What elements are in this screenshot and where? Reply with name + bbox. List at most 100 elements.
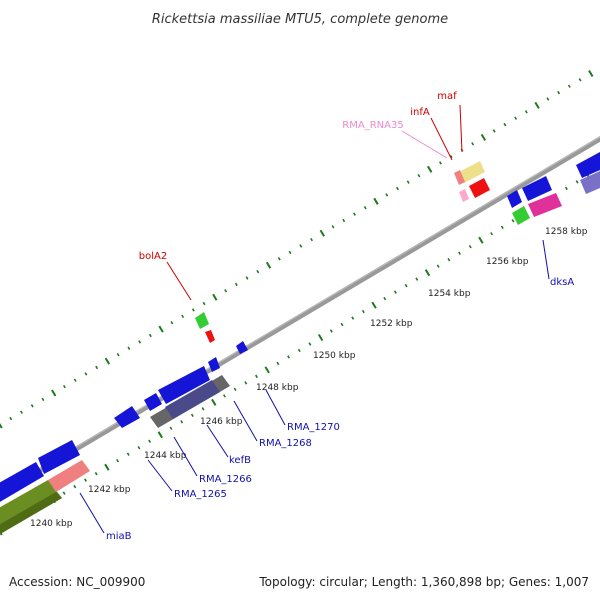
track-tick: [51, 389, 57, 397]
track-tick: [385, 193, 389, 197]
scale-tick-label: 1248 kbp: [256, 383, 299, 393]
track-tick: [84, 478, 87, 482]
track-tick: [148, 333, 152, 338]
reverse-genes: [0, 152, 600, 502]
label-leader-line: [173, 436, 198, 477]
track-tick: [137, 446, 141, 450]
track-tick: [104, 357, 111, 365]
track-tick: [234, 282, 238, 287]
track-tick: [256, 269, 260, 274]
track-tick: [244, 381, 248, 385]
track-tick: [9, 416, 13, 421]
feature-bar-slate: [165, 380, 220, 419]
label-leader-line: [430, 117, 453, 161]
track-tick: [480, 133, 487, 141]
track-tick: [500, 225, 504, 230]
track-tick: [514, 116, 518, 120]
track-tick: [297, 348, 301, 353]
track-tick: [436, 264, 440, 268]
feature-bar-green: [512, 206, 530, 225]
scale-tick-label: 1240 kbp: [30, 519, 73, 529]
feature-bar-olive-shade: [0, 492, 62, 535]
track-tick: [169, 426, 173, 430]
track-tick: [264, 366, 270, 374]
track-tick: [371, 301, 377, 309]
track-tick: [458, 251, 461, 255]
gene-label: RMA_1265: [174, 489, 227, 500]
inner-tick-track: [0, 167, 600, 536]
track-tick: [170, 321, 174, 325]
track-tick: [340, 322, 344, 327]
track-tick: [62, 491, 66, 495]
track-tick: [299, 244, 303, 248]
gene-arrow-reverse: [38, 440, 80, 474]
map-title: Rickettsia massiliae MTU5, complete geno…: [152, 12, 448, 27]
track-tick: [546, 97, 550, 101]
track-tick: [417, 174, 421, 178]
gene-arrow-reverse: [114, 406, 140, 428]
track-tick: [148, 439, 152, 443]
scale-tick-label: 1252 kbp: [370, 319, 413, 329]
track-tick: [353, 212, 356, 216]
track-tick: [557, 90, 561, 95]
genome-backbone-highlight: [0, 136, 600, 493]
gene-arrow-reverse: [208, 357, 220, 372]
scale-tick-label: 1242 kbp: [88, 485, 131, 495]
track-tick: [373, 197, 379, 205]
scale-tick-label: 1256 kbp: [486, 257, 529, 267]
gene-arrow-forward-maf: [459, 161, 485, 183]
track-tick: [534, 101, 540, 109]
track-tick: [181, 314, 185, 319]
track-tick: [317, 333, 324, 342]
track-tick: [503, 122, 507, 127]
gene-label: kefB: [229, 455, 251, 466]
track-tick: [94, 471, 98, 476]
scale-tick-label: 1258 kbp: [545, 227, 588, 237]
gene-arrow-forward: [469, 178, 490, 198]
track-tick: [265, 261, 272, 269]
track-tick: [202, 301, 206, 306]
track-tick: [564, 186, 568, 191]
track-tick: [404, 283, 408, 288]
track-tick: [342, 218, 346, 223]
track-tick: [478, 236, 484, 244]
track-tick: [116, 353, 120, 357]
track-tick: [84, 372, 88, 376]
gene-arrow-reverse: [576, 152, 600, 178]
track-tick: [30, 404, 34, 408]
feature-bar-salmon: [48, 460, 90, 492]
gene-label: RMA_RNA35: [342, 120, 403, 131]
track-tick: [95, 365, 99, 370]
gene-labels: mafinfARMA_RNA35bolA2RMA_1270RMA_1268kef…: [79, 91, 574, 542]
track-tick: [310, 237, 313, 242]
track-tick: [212, 293, 218, 301]
label-leader-line: [166, 261, 192, 301]
track-tick: [308, 342, 312, 346]
gene-label: miaB: [106, 531, 132, 542]
track-tick: [73, 378, 77, 382]
track-tick: [0, 530, 3, 536]
track-tick: [191, 308, 195, 312]
track-tick: [211, 398, 217, 406]
feature-bars: [0, 171, 600, 535]
track-tick: [363, 206, 367, 210]
gene-label: RMA_1268: [259, 438, 312, 449]
label-leader-line: [233, 400, 258, 442]
gene-arrow-reverse: [507, 190, 522, 208]
track-tick: [73, 484, 77, 489]
track-tick: [396, 186, 399, 191]
track-tick: [190, 413, 194, 417]
track-tick: [468, 245, 472, 249]
track-tick: [331, 225, 335, 229]
gene-arrow-forward: [459, 189, 469, 202]
track-tick: [578, 78, 582, 82]
label-leader-line: [401, 130, 448, 159]
track-tick: [63, 384, 66, 389]
gene-label: bolA2: [139, 251, 167, 262]
gene-arrow-forward-bolA2: [195, 312, 209, 329]
track-tick: [233, 387, 237, 392]
scale-tick-label: 1244 kbp: [144, 451, 187, 461]
gene-arrow-reverse: [236, 341, 248, 354]
